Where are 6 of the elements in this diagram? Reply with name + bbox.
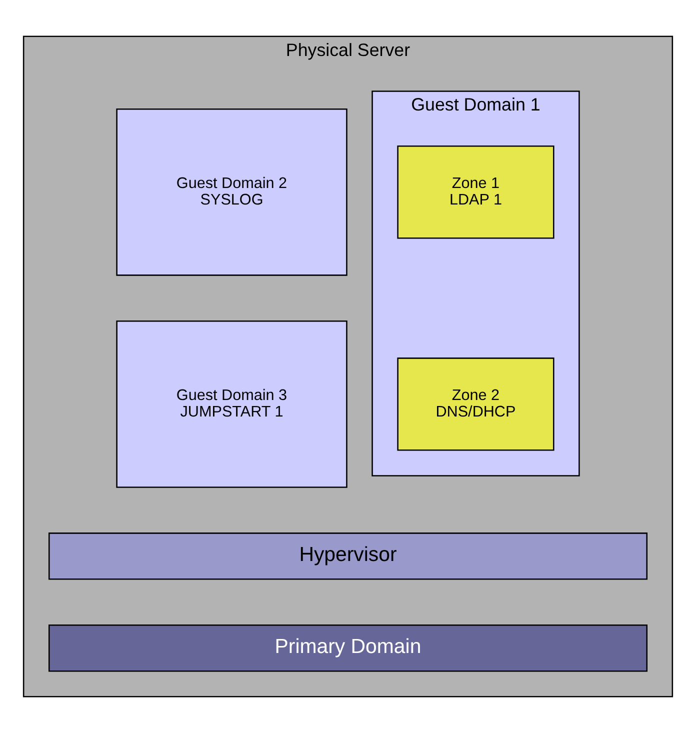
node-box: Zone 1 LDAP 1 [397,145,554,238]
node-box: Zone 2 DNS/DHCP [397,357,554,450]
node-box: Guest Domain 3 JUMPSTART 1 [116,320,348,488]
node-box: Primary Domain [48,624,648,672]
node-box: Hypervisor [48,532,648,580]
node-box: Guest Domain 2 SYSLOG [116,108,348,276]
